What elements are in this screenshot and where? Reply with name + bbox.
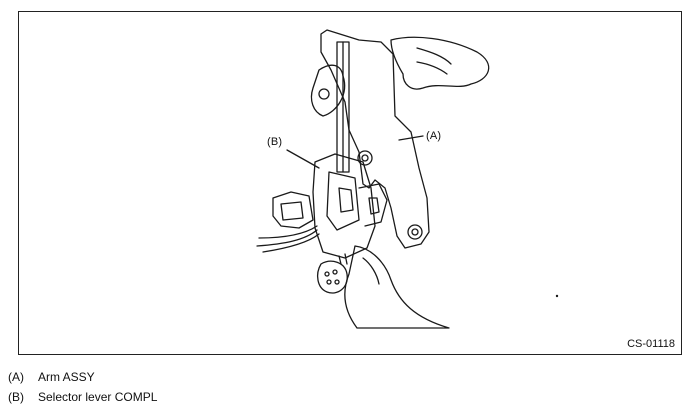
arm-assy xyxy=(320,29,430,249)
diagram-frame: (A) (B) CS-01118 xyxy=(18,11,682,355)
callout-a: (A) xyxy=(426,130,442,142)
legend: (A) Arm ASSY (B) Selector lever COMPL xyxy=(8,367,157,407)
upper-hand xyxy=(390,36,490,90)
thumb xyxy=(310,64,346,117)
legend-label: Arm ASSY xyxy=(38,370,95,384)
legend-key: (B) xyxy=(8,390,24,404)
selector-lever-illustration xyxy=(256,29,559,329)
left-connector xyxy=(272,191,314,229)
legend-label: Selector lever COMPL xyxy=(38,390,158,404)
figure-code: CS-01118 xyxy=(627,338,675,350)
lower-connector xyxy=(316,260,348,294)
callout-b: (B) xyxy=(267,136,283,148)
lever-rod xyxy=(336,41,350,173)
selector-lever-body xyxy=(312,153,376,259)
legend-item-a: (A) Arm ASSY xyxy=(8,367,157,387)
legend-item-b: (B) Selector lever COMPL xyxy=(8,387,157,407)
legend-key: (A) xyxy=(8,370,24,384)
lower-hand xyxy=(344,245,450,329)
